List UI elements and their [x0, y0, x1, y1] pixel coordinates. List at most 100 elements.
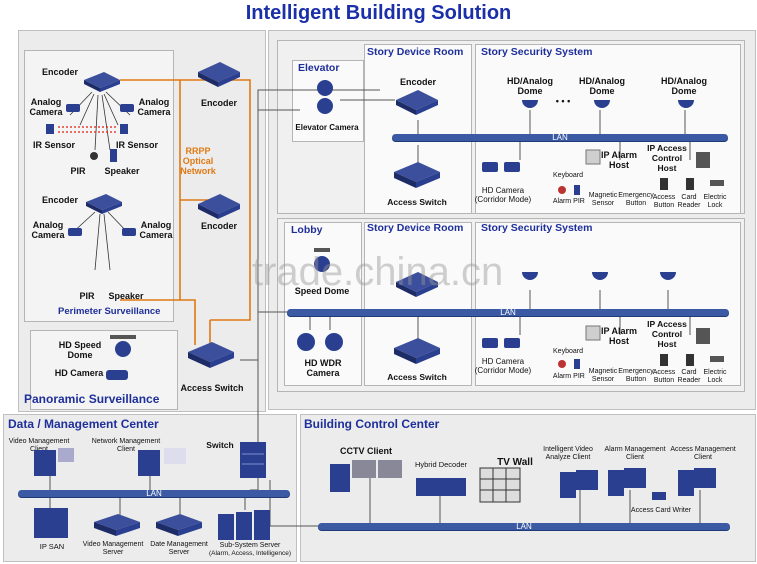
ip-san-label: IP SAN — [39, 542, 65, 551]
security-system-title: Story Security System — [481, 46, 593, 58]
workstation-icon — [678, 468, 716, 496]
alarm-host-label: IP Alarm Host — [600, 326, 638, 346]
analog-camera-label: Analog Camera — [29, 97, 63, 117]
emergency-button-label: Emergency Button — [618, 192, 654, 207]
subsystem-server-label: Sub-System Server — [219, 542, 281, 549]
lobby-label: Lobby — [291, 224, 323, 236]
hybrid-decoder-icon — [416, 478, 466, 496]
ellipsis: • • • — [555, 96, 571, 106]
tv-wall-icon — [479, 467, 521, 503]
card-writer-icon — [652, 492, 666, 500]
speaker-icon — [110, 149, 117, 162]
subsystem-server-icon — [218, 510, 270, 540]
security-system-title: Story Security System — [481, 222, 593, 234]
hd-speed-dome-label: HD Speed Dome — [58, 340, 102, 360]
analog-camera-icon — [120, 104, 134, 112]
sensor-icons — [558, 359, 580, 369]
dome-label: HD/Analog Dome — [661, 76, 707, 96]
hybrid-decoder-label: Hybrid Decoder — [414, 460, 468, 469]
hd-camera-label: HD Camera — [54, 368, 104, 378]
workstation-icon — [138, 448, 186, 476]
analog-camera-label: Analog Camera — [139, 220, 173, 240]
hd-wdr-camera-label: HD WDR Camera — [304, 358, 342, 378]
switch-icon — [240, 442, 266, 478]
perimeter-box — [24, 50, 174, 322]
hd-camera-label: HD Camera (Corridor Mode) — [474, 186, 532, 204]
encoder-device-icon — [86, 194, 122, 214]
encoder-device-icon — [84, 72, 120, 92]
security-box-upper — [475, 44, 741, 214]
data-center-title: Data / Management Center — [8, 417, 159, 431]
keyboard-label: Keyboard — [553, 172, 583, 179]
analog-camera-label: Analog Camera — [137, 97, 171, 117]
page-title: Intelligent Building Solution — [245, 2, 512, 24]
hd-camera-icon — [106, 370, 128, 380]
cctv-workstation-icon — [330, 460, 402, 492]
dome-camera-icon — [678, 100, 694, 108]
access-switch-icon — [188, 342, 234, 368]
access-host-label: IP Access Control Host — [647, 319, 687, 349]
magnetic-sensor-label: Magnetic Sensor — [588, 368, 618, 383]
pir-icon — [90, 152, 98, 160]
access-switch-label: Access Switch — [387, 197, 447, 207]
dome-camera-icon — [594, 100, 610, 108]
device-icon — [396, 272, 438, 297]
hd-camera-icon — [482, 162, 520, 172]
encoder-label: Encoder — [200, 98, 237, 108]
elevator-label: Elevator — [298, 62, 340, 74]
electric-lock-label: Electric Lock — [703, 369, 727, 384]
pir-label: PIR — [70, 166, 86, 176]
analog-camera-label: Analog Camera — [31, 220, 65, 240]
pir-label: PIR — [573, 373, 585, 380]
tv-wall-label: TV Wall — [497, 457, 533, 468]
rrpp-label: RRPP Optical Network — [180, 146, 216, 176]
switch-label: Switch — [206, 440, 234, 450]
encoder-arrows-bottom — [69, 211, 131, 271]
access-switch-icon — [394, 162, 440, 188]
encoder-label: Encoder — [41, 195, 78, 205]
watermark: trade.china.cn — [252, 250, 504, 294]
speaker-label: Speaker — [104, 166, 140, 176]
analog-camera-icon — [66, 104, 80, 112]
dome-camera-icon — [592, 272, 608, 280]
control-center-title: Building Control Center — [304, 417, 440, 431]
speed-dome-icon — [110, 335, 136, 357]
access-device-icons — [660, 178, 724, 190]
speaker-label: Speaker — [108, 291, 144, 301]
server-icon — [156, 514, 202, 536]
pir-label: PIR — [79, 291, 95, 301]
lan-bar-control-center: LAN — [318, 523, 730, 531]
device-room-title: Story Device Room — [367, 46, 464, 58]
access-card-writer-label: Access Card Writer — [630, 507, 692, 514]
alarm-host-label: IP Alarm Host — [600, 150, 638, 170]
video-management-server-label: Video Management Server — [82, 541, 144, 556]
cctv-client-label: CCTV Client — [339, 446, 392, 456]
alarm-host-icon — [585, 325, 601, 341]
encoder-label: Encoder — [399, 77, 436, 87]
dome-label: HD/Analog Dome — [507, 76, 553, 96]
wdr-camera-icon — [297, 333, 343, 351]
lan-bar-lower: LAN — [287, 309, 729, 317]
encoder-device-icon — [198, 62, 240, 87]
card-reader-label: Card Reader — [677, 194, 701, 209]
workstation-icon — [560, 470, 598, 498]
speed-dome-icon — [314, 248, 330, 272]
encoder-device-icon — [396, 90, 438, 115]
magnetic-sensor-label: Magnetic Sensor — [588, 192, 618, 207]
panoramic-section-label: Panoramic Surveillance — [24, 392, 160, 406]
hd-camera-icon — [482, 338, 520, 348]
access-management-client-label: Access Management Client — [670, 446, 736, 461]
access-host-icon — [696, 328, 710, 344]
network-management-client-label: Network Management Client — [91, 438, 161, 453]
access-switch-icon — [394, 338, 440, 364]
ir-sensor-label: IR Sensor — [115, 140, 158, 150]
encoder-label: Encoder — [200, 221, 237, 231]
card-reader-label: Card Reader — [677, 369, 701, 384]
access-button-label: Access Button — [652, 194, 676, 209]
elevator-camera-label: Elevator Camera — [295, 123, 359, 132]
iva-client-label: Intelligent Video Analyze Client — [543, 446, 593, 461]
analog-camera-icon — [122, 228, 136, 236]
hd-camera-label: HD Camera (Corridor Mode) — [474, 357, 532, 375]
server-icon — [94, 514, 140, 536]
lan-bar-data-center: LAN — [18, 490, 290, 498]
